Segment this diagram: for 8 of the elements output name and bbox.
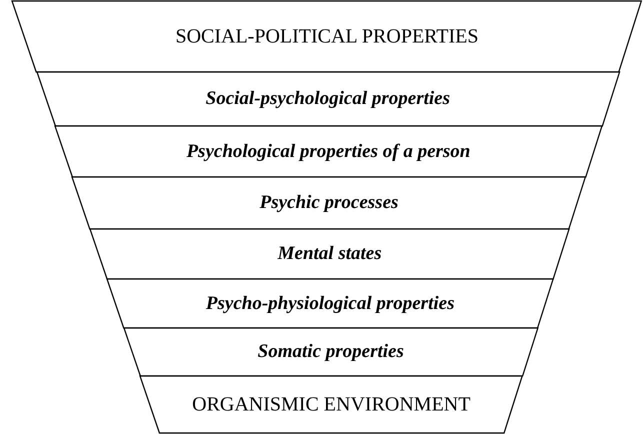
level-label: Somatic properties [258, 341, 404, 363]
level-label: Social-psychological properties [206, 88, 450, 110]
level-label: Psychic processes [260, 192, 398, 214]
level-label: SOCIAL-POLITICAL PROPERTIES [175, 25, 479, 48]
level-label: Psychological properties of a person [186, 140, 470, 162]
level-label: Mental states [278, 243, 382, 265]
level-label: ORGANISMIC ENVIRONMENT [192, 393, 470, 416]
level-label: Psycho-physiological properties [206, 292, 454, 314]
